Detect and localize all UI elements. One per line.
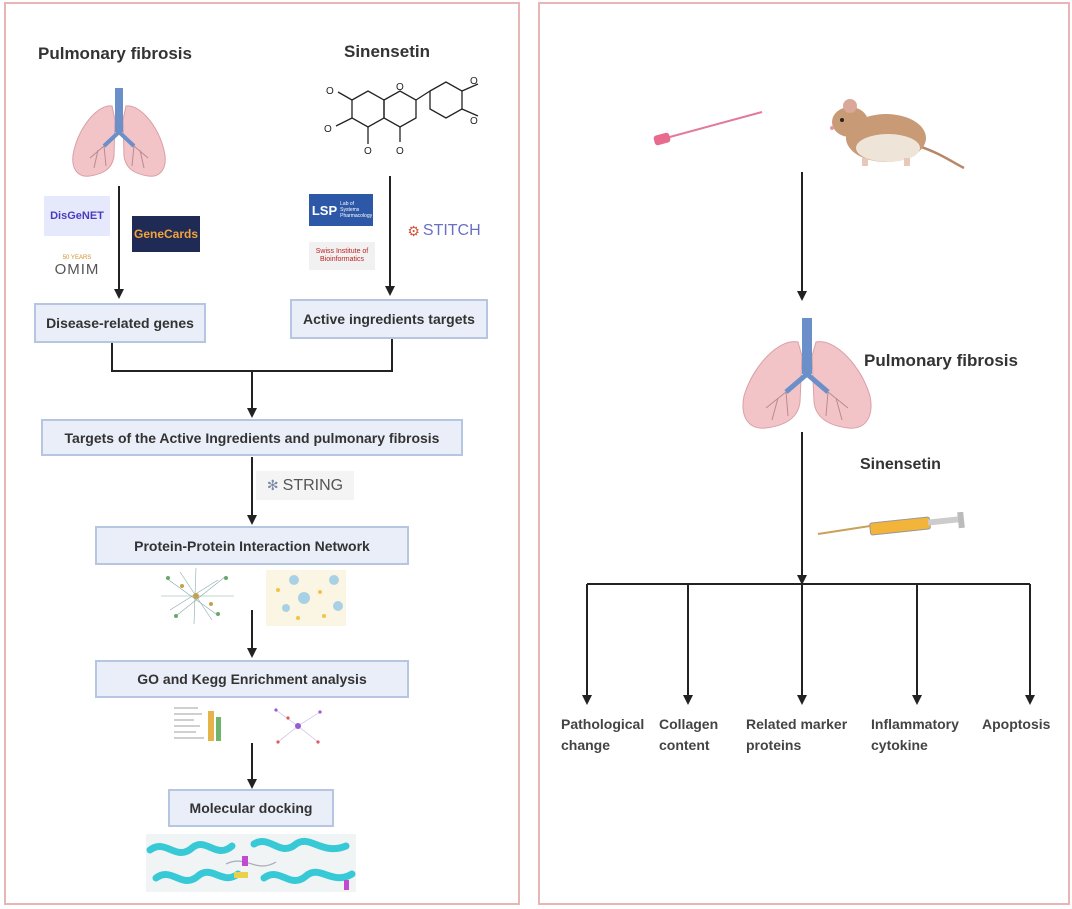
ppi-cluster-icon [266,570,346,626]
svg-text:O: O [470,116,478,127]
outcome-label: Related marker [746,716,848,732]
go-bar-chart-icon [174,707,221,741]
string-icon: ✻ [266,477,279,493]
outcome-label: cytokine [871,737,928,753]
ppi-box: Protein-Protein Interaction Network [95,526,409,565]
string-logo-text: STRING [282,476,344,494]
outcome-related-marker-proteins: Related marker proteins [746,714,847,756]
right-disease-label: Pulmonary fibrosis [864,351,1018,370]
right-panel [538,2,1070,905]
outcome-label: proteins [746,737,802,753]
outcome-pathological-change: Pathological change [561,714,644,756]
outcome-label: content [659,737,710,753]
stitch-logo: ⚙ STITCH [406,218,482,244]
omim-logo-text: OMIM [54,260,100,278]
disgenet-logo: DisGeNET [44,196,110,236]
sib-logo-text: Swiss Institute of Bioinformatics [315,248,369,263]
lung-icon [72,88,166,177]
outcome-label: Pathological [561,716,645,732]
lsp-logo: LSP Lab of Systems Pharmacology [309,194,373,226]
svg-text:O: O [396,146,404,157]
svg-text:O: O [324,124,332,135]
shared-targets-box: Targets of the Active Ingredients and pu… [41,419,463,456]
active-targets-box: Active ingredients targets [290,299,488,339]
disease-title: Pulmonary fibrosis [38,44,192,63]
genecards-logo-text: GeneCards [133,227,199,241]
sinensetin-structure-icon: O O O O O O O [324,76,479,157]
svg-text:O: O [364,146,372,157]
omim-years-text: 50 YEARS [62,254,92,261]
outcome-label: Apoptosis [982,716,1051,732]
intratracheal-needle-icon [653,111,763,146]
right-compound-label: Sinensetin [860,456,941,473]
outcome-label: Inflammatory [871,716,959,732]
compound-title: Sinensetin [344,42,430,61]
outcome-label: change [561,737,611,753]
stitch-icon: ⚙ [407,222,420,239]
outcome-apoptosis: Apoptosis [982,714,1050,735]
enrichment-box: GO and Kegg Enrichment analysis [95,660,409,698]
outcome-collagen-content: Collagen content [659,714,718,756]
protein-structure-icon [146,834,356,892]
outcome-label: Collagen [659,716,719,732]
right-lung-icon [742,318,872,429]
svg-text:O: O [470,76,478,87]
svg-text:O: O [326,86,334,97]
sib-logo: Swiss Institute of Bioinformatics [309,242,375,270]
kegg-network-icon [274,708,322,744]
lsp-logo-text: LSP [311,202,338,218]
docking-box: Molecular docking [168,789,334,827]
outcome-inflammatory-cytokine: Inflammatory cytokine [871,714,959,756]
mouse-icon [830,99,965,170]
ppi-network-icon [161,567,234,625]
omim-logo: 50 YEARS OMIM [46,250,108,282]
svg-text:O: O [396,82,404,93]
string-logo: ✻ STRING [256,471,354,500]
disease-genes-box: Disease-related genes [34,303,206,343]
syringe-icon [817,512,965,536]
stitch-logo-text: STITCH [422,222,481,239]
disgenet-logo-text: DisGeNET [50,210,104,222]
genecards-logo: GeneCards [132,216,200,252]
lsp-logo-subtext: Lab of Systems Pharmacology [340,201,373,219]
